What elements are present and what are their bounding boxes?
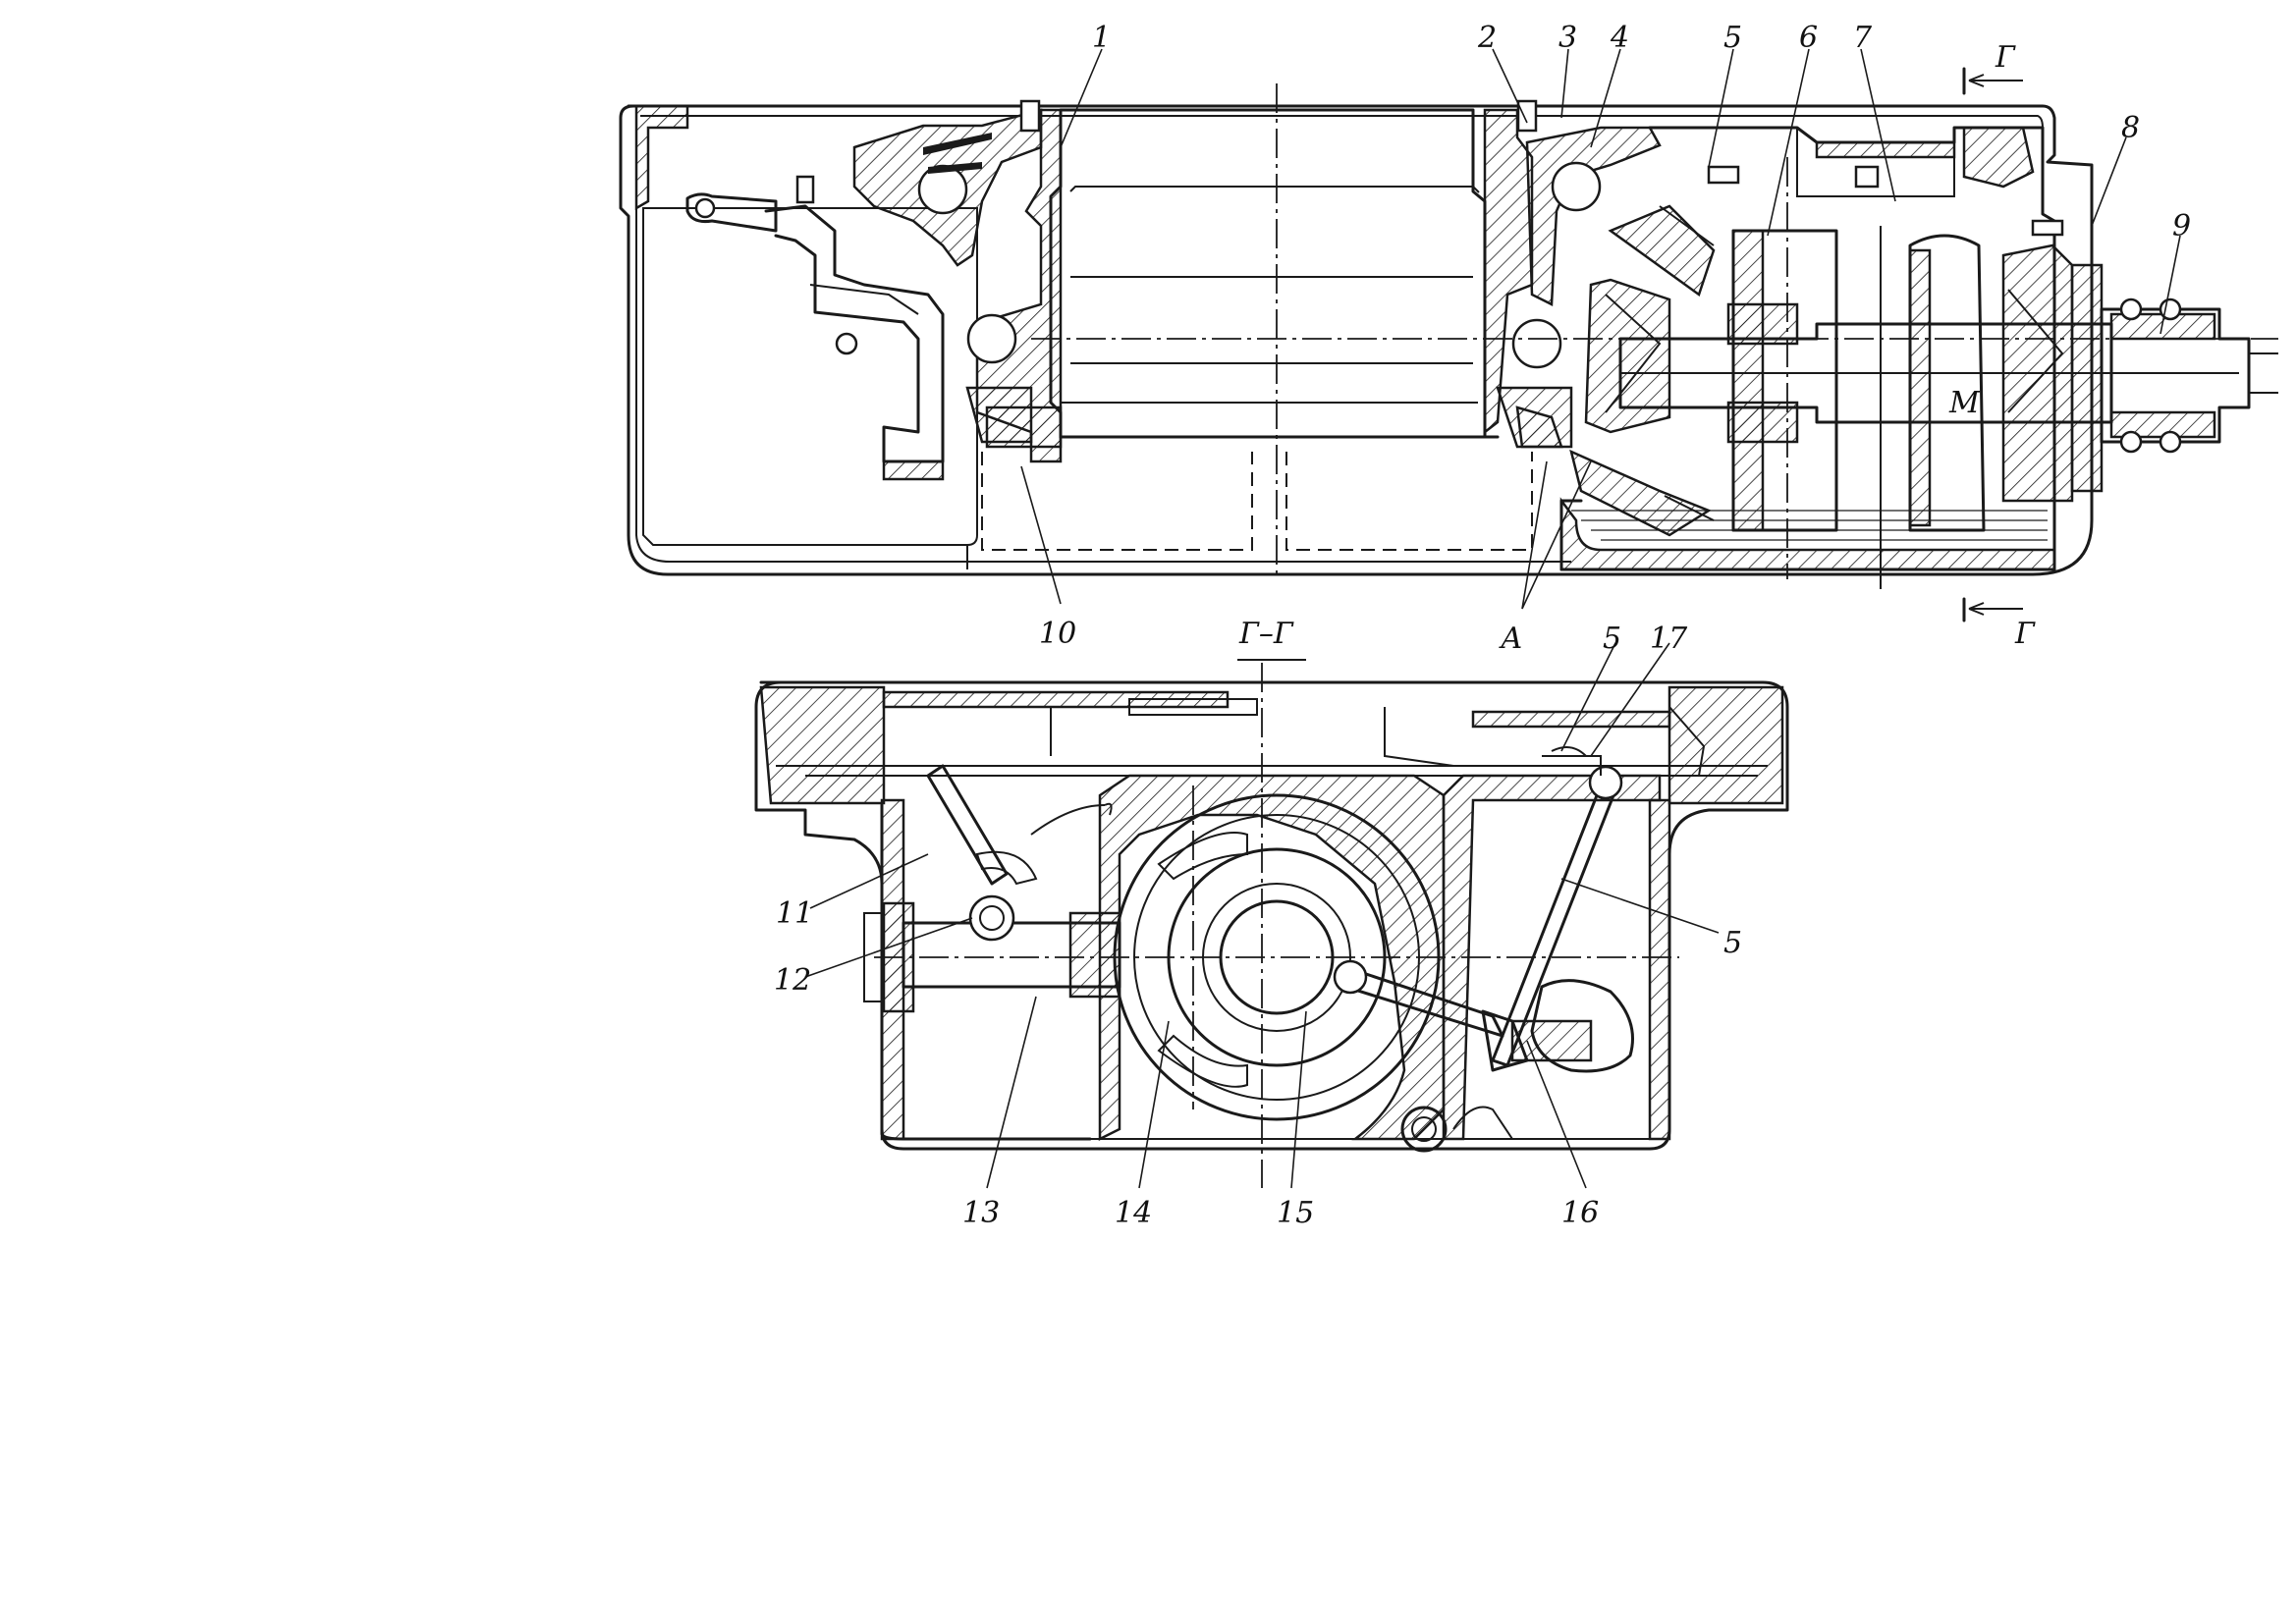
callout-11: 11 — [776, 896, 813, 931]
callout-5-mid: 5 — [1603, 622, 1621, 656]
callout-2: 2 — [1477, 21, 1497, 55]
section-mark-top: Г — [1995, 40, 2016, 75]
right-bearing-bottom — [1511, 318, 1562, 369]
left-partition — [1098, 774, 1446, 1142]
callout-16: 16 — [1561, 1196, 1599, 1230]
bevel-pinion — [1584, 278, 1671, 434]
callout-10: 10 — [1039, 617, 1076, 651]
left-bearing-bottom — [966, 313, 1017, 364]
callout-12: 12 — [774, 963, 811, 998]
callout-labels: 1 2 3 4 5 6 7 8 9 10 А М Г Г Г–Г 5 17 11… — [774, 21, 2191, 1230]
spur-gear — [1908, 234, 1986, 532]
left-lever — [685, 192, 778, 233]
callout-9: 9 — [2172, 209, 2191, 243]
cross-section — [754, 663, 1789, 1188]
callout-7: 7 — [1853, 21, 1873, 55]
callout-5-top: 5 — [1723, 21, 1742, 55]
callout-4: 4 — [1610, 21, 1629, 55]
callout-17: 17 — [1650, 622, 1688, 656]
longitudinal-section — [619, 67, 2278, 622]
callout-3: 3 — [1558, 21, 1577, 55]
callout-5-bottom: 5 — [1723, 926, 1742, 960]
section-title: Г–Г — [1238, 617, 1294, 651]
armature — [1049, 108, 1487, 439]
zone-label-a: А — [1499, 622, 1523, 656]
callout-6: 6 — [1799, 21, 1818, 55]
oil-bath — [1571, 510, 2048, 541]
callout-1: 1 — [1092, 21, 1111, 55]
right-bearing-top — [1551, 161, 1602, 212]
right-end-shield — [1483, 108, 1534, 435]
bolts — [795, 99, 2064, 237]
arm-lever — [926, 764, 1009, 886]
callout-8: 8 — [2121, 111, 2140, 145]
callout-15: 15 — [1277, 1196, 1314, 1230]
callout-14: 14 — [1115, 1196, 1152, 1230]
marker-label-m: М — [1948, 386, 1981, 420]
left-bearing-top — [917, 164, 968, 215]
housing-outline — [619, 104, 2094, 576]
callout-13: 13 — [962, 1196, 1000, 1230]
cross-housing-outline — [754, 680, 1789, 1151]
section-mark-bottom: Г — [2014, 617, 2036, 651]
